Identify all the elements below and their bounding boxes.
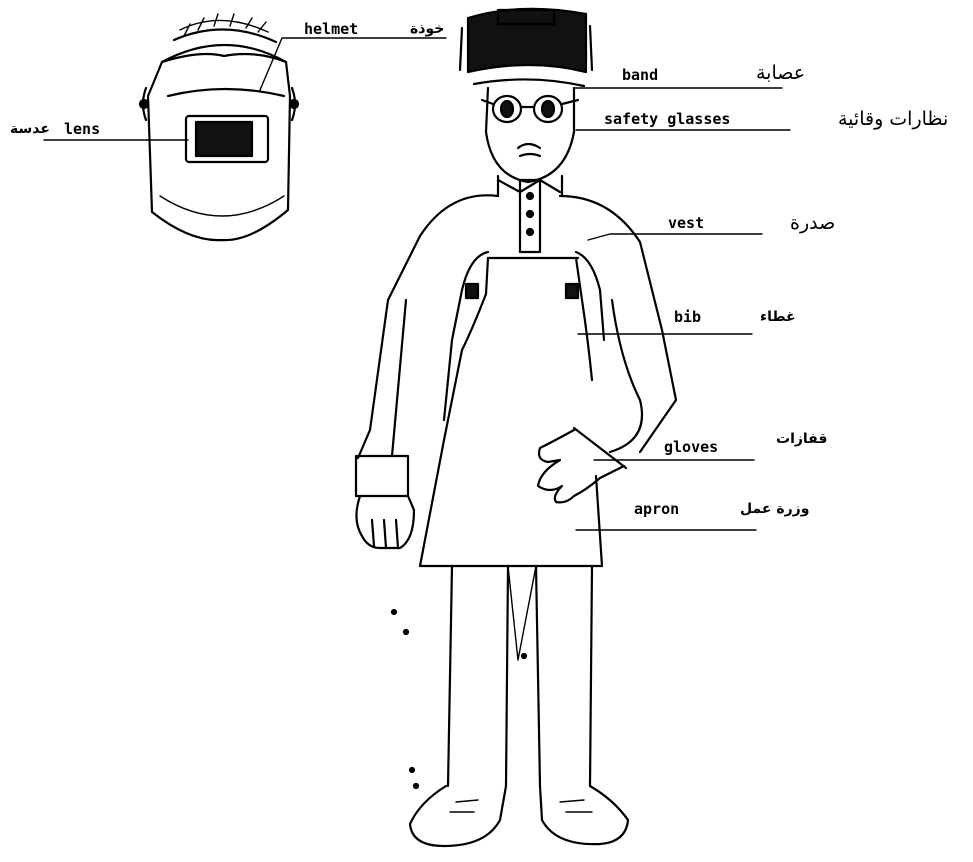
- label-helmet-en: helmet: [304, 22, 358, 37]
- label-apron-ar: وزرة عمل: [740, 502, 809, 516]
- label-helmet-ar: خوذة: [410, 22, 444, 36]
- label-gloves-en: gloves: [664, 440, 718, 455]
- label-band-ar: عصابة: [756, 64, 805, 83]
- label-lens-en: lens: [64, 122, 100, 137]
- label-lens-ar: عدسة: [10, 122, 50, 136]
- welding-helmet: [140, 14, 298, 240]
- label-bib-ar: غطاء: [760, 310, 796, 324]
- label-bib-en: bib: [674, 310, 701, 325]
- label-vest-ar: صدرة: [790, 214, 835, 233]
- label-band-en: band: [622, 68, 658, 83]
- welder-figure: [356, 9, 676, 846]
- label-apron-en: apron: [634, 502, 679, 517]
- label-safety-glasses-ar: نظارات وقائية: [838, 110, 948, 129]
- label-safety-glasses-en: safety glasses: [604, 112, 730, 127]
- label-gloves-ar: قفازات: [776, 432, 827, 446]
- label-vest-en: vest: [668, 216, 704, 231]
